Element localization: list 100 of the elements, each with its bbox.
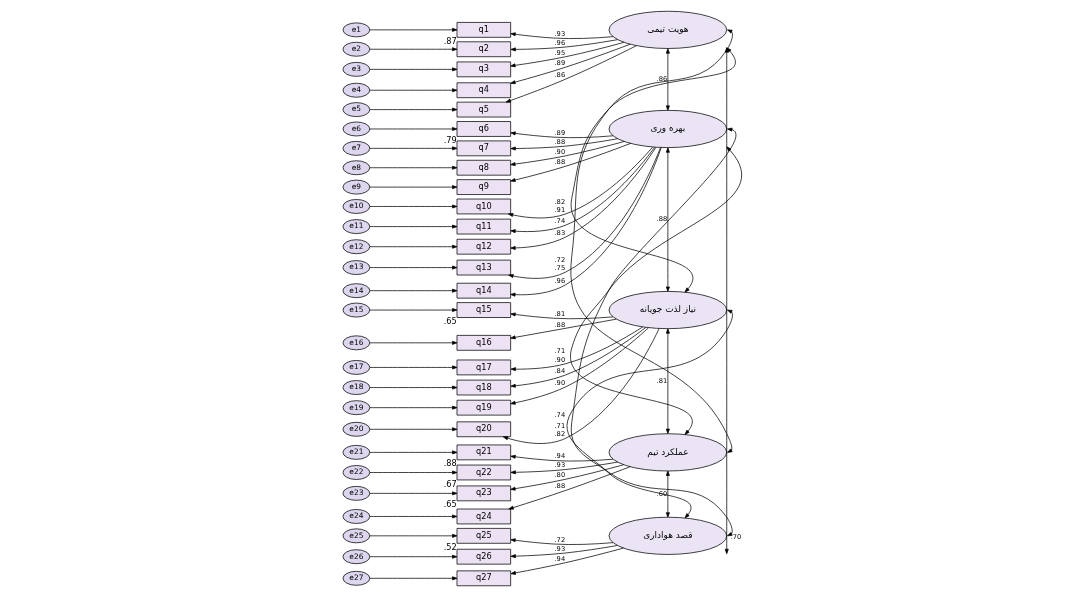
node-box: q25 <box>456 528 511 544</box>
arrow <box>510 32 614 39</box>
node-ellipse: e11 <box>342 219 371 234</box>
arrow <box>369 450 458 455</box>
arrow <box>369 491 458 496</box>
arrow <box>369 470 458 475</box>
node-box: q21 <box>456 444 511 461</box>
arrow <box>510 318 617 340</box>
arrow <box>369 554 458 559</box>
node-ellipse: هویت تیمی <box>608 10 728 49</box>
arrow <box>510 538 614 545</box>
arrow <box>510 131 614 139</box>
arrow <box>510 42 625 68</box>
node-ellipse: بهره وری <box>608 109 728 148</box>
node-ellipse: e4 <box>342 82 371 98</box>
node-box: q9 <box>456 179 511 195</box>
node-box: q22 <box>456 464 511 481</box>
arrow <box>665 147 670 292</box>
node-ellipse: نیاز لذت جویانه <box>608 291 728 330</box>
node-label: .79 <box>443 134 457 145</box>
arrow <box>369 165 458 170</box>
arrow <box>369 340 458 345</box>
node-box: q20 <box>456 421 511 438</box>
node-box: q4 <box>456 82 511 99</box>
node-box: q2 <box>456 41 511 58</box>
node-box: q17 <box>456 359 511 376</box>
arrow <box>369 47 458 52</box>
node-box: q19 <box>456 399 511 416</box>
node-label: .88 <box>443 458 457 469</box>
arrow <box>665 48 670 111</box>
node-label: .67 <box>443 478 457 489</box>
arrow <box>502 328 660 444</box>
node-box: q16 <box>456 335 511 351</box>
node-ellipse: e12 <box>342 239 371 255</box>
node-ellipse: e13 <box>342 260 371 275</box>
node-box: q6 <box>456 121 511 137</box>
arrow <box>369 365 458 370</box>
arrow <box>510 143 631 182</box>
arrow <box>510 312 614 320</box>
arrow <box>369 127 458 131</box>
arrow <box>369 244 458 249</box>
node-box: q24 <box>456 508 511 525</box>
arrow <box>510 141 625 166</box>
node-ellipse: e22 <box>342 465 371 480</box>
node-ellipse: e26 <box>342 549 371 565</box>
node-box: q14 <box>456 282 511 299</box>
node-box: q8 <box>456 159 511 176</box>
arrow <box>510 545 618 559</box>
arrow <box>369 107 458 112</box>
arrow <box>369 385 458 390</box>
node-box: q27 <box>456 570 511 587</box>
arrow <box>665 328 670 434</box>
arrow <box>369 185 458 190</box>
node-label: .52 <box>443 541 457 552</box>
arrow <box>724 47 729 555</box>
arrow <box>508 146 653 219</box>
node-ellipse: e14 <box>342 283 371 299</box>
node-box: q12 <box>456 238 511 255</box>
arrow <box>570 146 743 435</box>
arrow <box>369 67 458 72</box>
arrow <box>665 470 670 518</box>
arrow <box>369 224 458 229</box>
node-box: q15 <box>456 302 511 318</box>
node-ellipse: e27 <box>342 570 371 586</box>
node-ellipse: e19 <box>342 400 371 416</box>
node-ellipse: e3 <box>342 62 371 77</box>
node-label: .87 <box>443 35 457 46</box>
arrow <box>510 454 614 462</box>
arrow <box>369 576 458 581</box>
node-ellipse: e24 <box>342 509 371 524</box>
arrow <box>510 138 618 151</box>
node-box: q11 <box>456 218 511 235</box>
arrow <box>369 88 458 93</box>
arrow <box>510 39 618 52</box>
arrow <box>510 547 624 575</box>
node-ellipse: e5 <box>342 102 371 117</box>
arrow <box>369 533 458 538</box>
node-ellipse: e15 <box>342 302 371 318</box>
arrow <box>369 27 458 32</box>
arrow <box>505 45 637 103</box>
node-box: q23 <box>456 485 511 502</box>
arrow <box>369 204 458 209</box>
arrow <box>510 326 643 372</box>
node-ellipse: e6 <box>342 121 371 137</box>
node-ellipse: e20 <box>342 421 371 437</box>
node-ellipse: e16 <box>342 335 371 351</box>
node-ellipse: e1 <box>342 22 371 38</box>
arrow <box>369 514 458 519</box>
arrow <box>510 327 649 405</box>
node-box: q10 <box>456 198 511 215</box>
node-label: .65 <box>443 316 457 327</box>
node-label: .65 <box>443 499 457 510</box>
arrow <box>510 327 647 388</box>
node-box: q18 <box>456 379 511 396</box>
node-box: q1 <box>456 22 511 38</box>
node-ellipse: e18 <box>342 380 371 395</box>
node-ellipse: e9 <box>342 179 371 195</box>
node-ellipse: e25 <box>342 528 371 544</box>
arrow <box>566 309 733 519</box>
arrow <box>369 265 458 270</box>
